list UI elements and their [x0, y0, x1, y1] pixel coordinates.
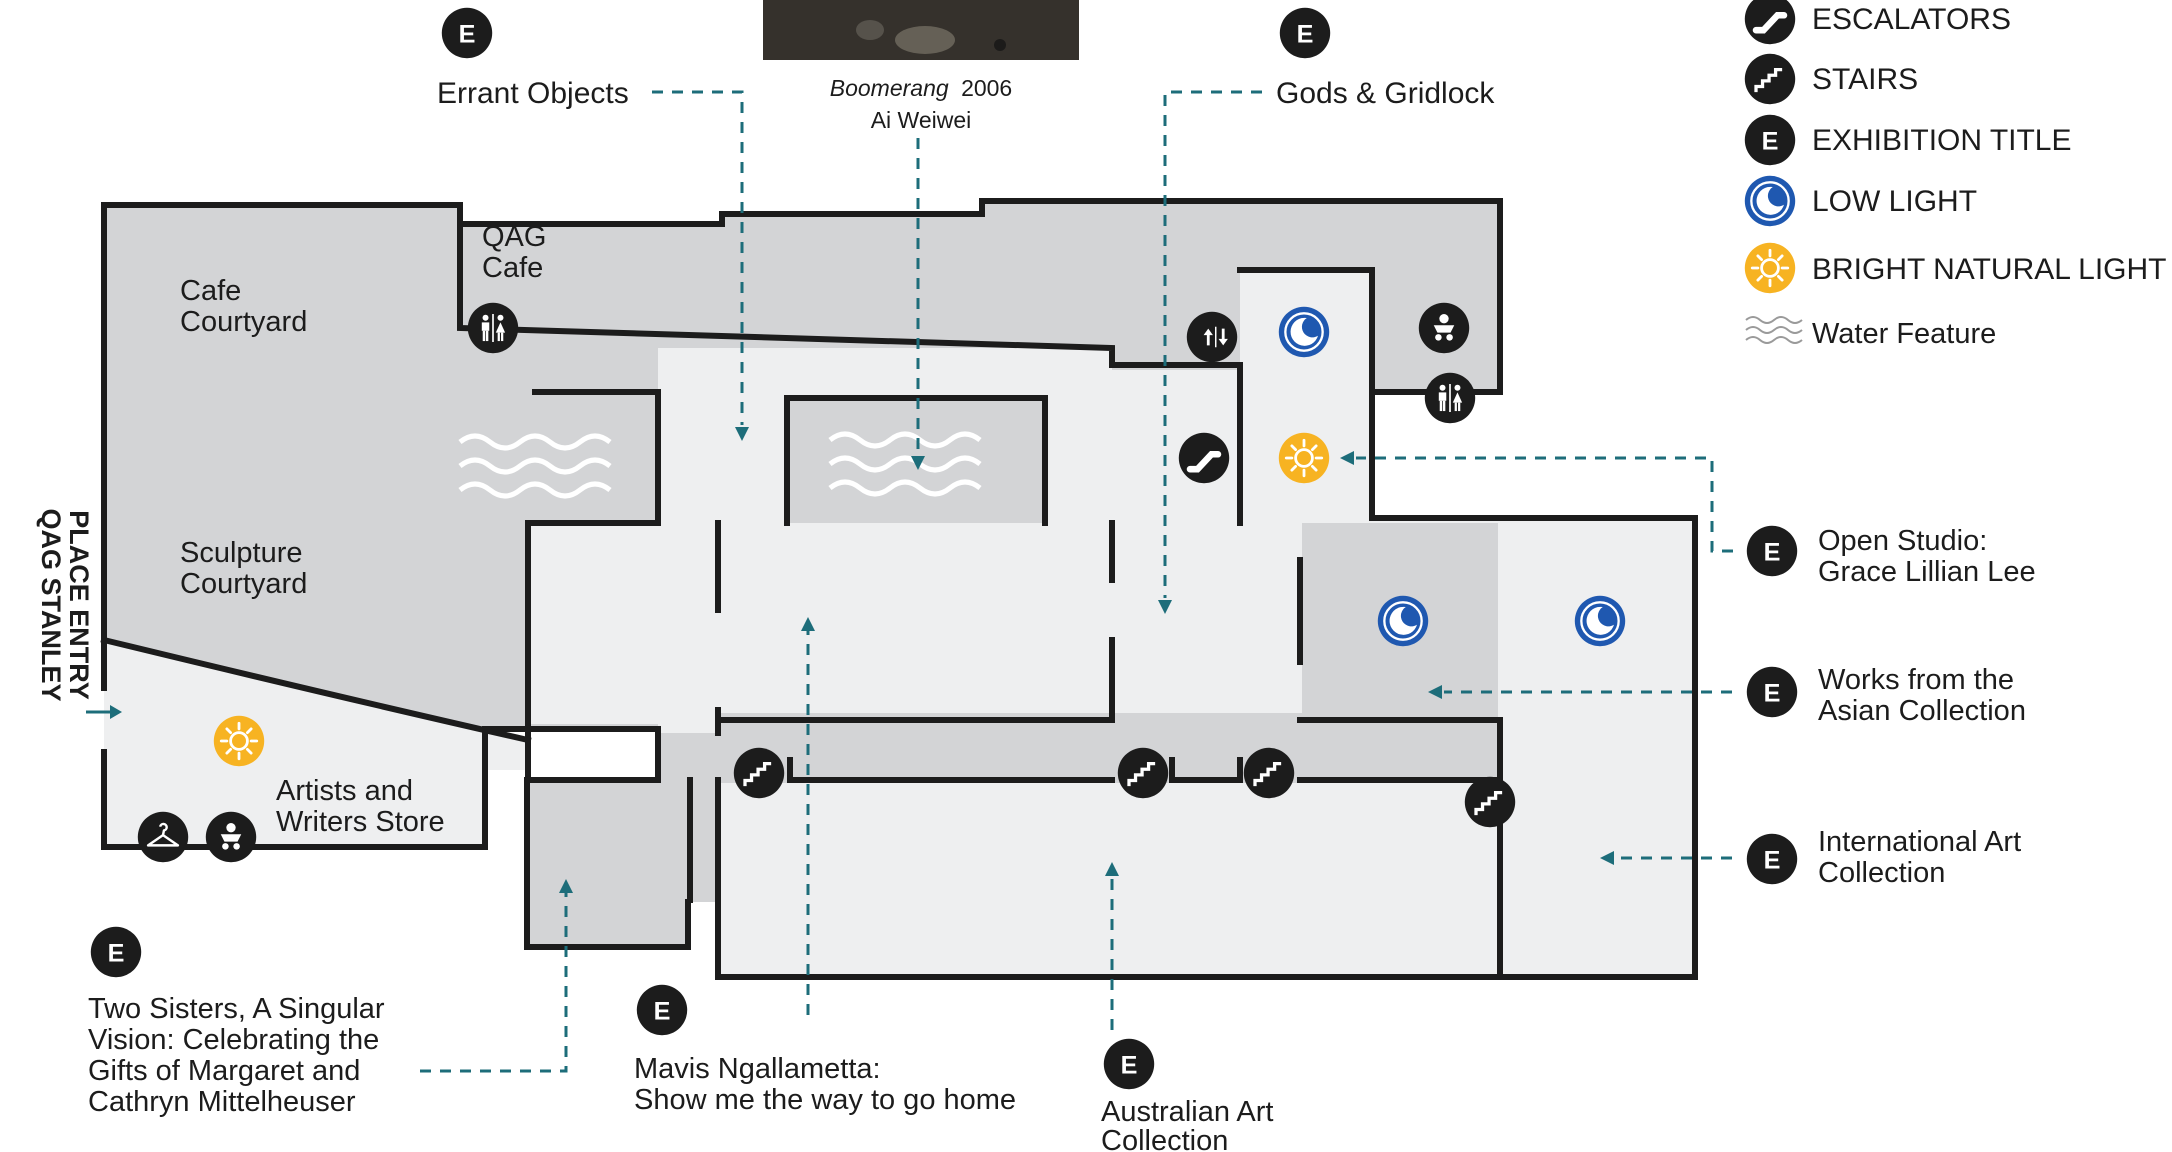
exhibition-badge-icon [636, 984, 688, 1036]
cafe-courtyard-label-line1: Cafe [180, 275, 241, 307]
qag-cafe-label-line1: QAG [482, 221, 546, 253]
artwork-artist: Ai Weiwei [871, 107, 972, 133]
open-studio-label-line1[interactable]: Open Studio: [1818, 525, 1987, 557]
atrium-light-area [528, 524, 718, 724]
australian-collection-label-line1[interactable]: Australian Art [1101, 1096, 1273, 1128]
sculpture-courtyard-label-line2: Courtyard [180, 568, 307, 600]
entry-arrowhead [110, 705, 122, 719]
stairs-icon [1743, 52, 1797, 106]
corridor-band [718, 713, 1498, 783]
artwork-year: 2006 [961, 75, 1012, 101]
asian-collection-label-line1[interactable]: Works from the [1818, 664, 2014, 696]
exhibition-badge-icon [1746, 833, 1798, 885]
south-west-room [527, 780, 687, 945]
legend-escalators: ESCALATORS [1812, 3, 2011, 36]
two-sisters-label-line3[interactable]: Gifts of Margaret and [88, 1055, 360, 1087]
legend-exhibition-title: EXHIBITION TITLE [1812, 124, 2072, 157]
two-sisters-label-line2[interactable]: Vision: Celebrating the [88, 1024, 379, 1056]
gods-gridlock-label[interactable]: Gods & Gridlock [1276, 77, 1495, 110]
low-light-moon-icon [1743, 174, 1797, 228]
exhibition-badge-icon [1746, 525, 1798, 577]
bright-light-sun-icon [1277, 431, 1331, 485]
exhibition-badge-icon [1744, 114, 1796, 166]
lift-icon[interactable] [1186, 311, 1238, 363]
international-collection-label-line1[interactable]: International Art [1818, 826, 2021, 858]
exhibition-badge-icon [1103, 1038, 1155, 1090]
entry-label-line2: PLACE ENTRY [64, 510, 94, 700]
artwork-photo [763, 0, 1079, 60]
stairs-icon[interactable] [732, 746, 786, 800]
baby-change-icon[interactable] [205, 811, 257, 863]
exhibition-badge-icon [1746, 666, 1798, 718]
entry-label-line1: QAG STANLEY [36, 508, 66, 701]
low-light-moon-icon [1573, 594, 1627, 648]
australian-collection-label-line2[interactable]: Collection [1101, 1125, 1228, 1152]
mavis-label-line2[interactable]: Show me the way to go home [634, 1084, 1016, 1116]
legend: ESCALATORS STAIRS EXHIBITION TITLE LOW L… [1745, 0, 2167, 350]
water-feature-courtyard [458, 433, 612, 499]
toilets-icon[interactable] [1423, 371, 1477, 425]
escalator-icon [1745, 0, 1795, 44]
artwork-title: Boomerang [830, 75, 949, 101]
asian-collection-label-line2[interactable]: Asian Collection [1818, 695, 2026, 727]
cafe-courtyard-label-line2: Courtyard [180, 306, 307, 338]
exhibition-badge-icon [1279, 7, 1331, 59]
exhibition-badge-icon [90, 926, 142, 978]
store-label-line1: Artists and [276, 775, 413, 807]
stairs-icon[interactable] [1463, 775, 1517, 829]
international-collection-label-line2[interactable]: Collection [1818, 857, 1945, 889]
cloakroom-icon[interactable] [136, 810, 190, 864]
low-light-moon-icon [1277, 305, 1331, 359]
stairs-icon[interactable] [1116, 746, 1170, 800]
open-studio-label-line2[interactable]: Grace Lillian Lee [1818, 556, 2036, 588]
qag-cafe-label-line2: Cafe [482, 252, 543, 284]
legend-water-feature: Water Feature [1812, 318, 1996, 350]
leader-lines [420, 90, 1733, 1073]
water-feature-atrium [828, 431, 982, 497]
bright-light-sun-icon [212, 714, 266, 768]
exhibition-labels: Errant Objects Gods & Gridlock Open Stud… [88, 7, 2036, 1152]
room-labels: QAG Cafe Cafe Courtyard Sculpture Courty… [180, 221, 546, 838]
water-feature-icon [1745, 316, 1803, 344]
two-sisters-label-line4[interactable]: Cathryn Mittelheuser [88, 1086, 356, 1118]
entry-marker[interactable]: QAG STANLEY PLACE ENTRY [36, 508, 122, 719]
toilets-icon[interactable] [466, 301, 520, 355]
low-light-moon-icon [1376, 594, 1430, 648]
store-label-line2: Writers Store [276, 806, 445, 838]
legend-low-light: LOW LIGHT [1812, 185, 1977, 218]
bright-light-sun-icon [1743, 241, 1797, 295]
sculpture-courtyard-label-line1: Sculpture [180, 537, 303, 569]
legend-bright-natural-light: BRIGHT NATURAL LIGHT [1812, 253, 2167, 286]
artwork-caption: Boomerang 2006 [830, 75, 1012, 101]
legend-stairs: STAIRS [1812, 63, 1918, 96]
escalator-icon[interactable] [1179, 433, 1229, 483]
stairs-icon[interactable] [1242, 746, 1296, 800]
entry-light-area [104, 640, 528, 847]
walls [100, 198, 1698, 980]
two-sisters-label-line1[interactable]: Two Sisters, A Singular [88, 993, 385, 1025]
exhibition-badge-icon [441, 7, 493, 59]
errant-objects-label[interactable]: Errant Objects [437, 77, 629, 110]
baby-change-icon[interactable] [1418, 302, 1470, 354]
mavis-label-line1[interactable]: Mavis Ngallametta: [634, 1053, 881, 1085]
